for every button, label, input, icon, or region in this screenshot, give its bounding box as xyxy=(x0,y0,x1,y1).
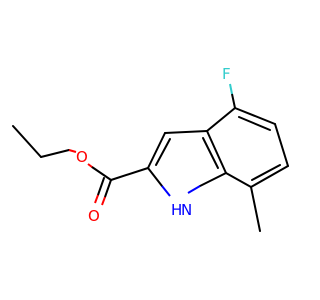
bond-carbonyl-red-b xyxy=(94,194,99,204)
bond-c4-f-cyan xyxy=(229,83,233,95)
bond-c2-n xyxy=(147,167,163,187)
bond-c7-methyl xyxy=(250,186,261,232)
carbonyl-oxygen-label: O xyxy=(88,207,100,225)
bond-c5-c6 xyxy=(274,123,289,167)
bond-o-carbonylc xyxy=(91,166,112,181)
indole-h-label: H xyxy=(171,201,182,219)
bond-carbonylc-c2 xyxy=(110,167,149,181)
bond-c3-c3a xyxy=(164,130,208,134)
bond-c3a-c4 xyxy=(206,107,236,132)
bond-c7a-c3a xyxy=(206,130,227,174)
bond-c6-c7-inner xyxy=(251,164,281,181)
bond-c2-c3-inner xyxy=(155,138,171,166)
bond-n-c7a xyxy=(199,172,227,187)
bond-ch2-o xyxy=(40,149,70,158)
bond-carbonyl-red-a xyxy=(101,196,106,206)
bond-n-c7a-blue xyxy=(187,185,201,194)
indole-n-label: N xyxy=(181,201,192,219)
bond-ch3-ch2 xyxy=(12,125,42,158)
atom-labels: F O O H N xyxy=(76,65,231,225)
bond-o-carbonylc-red xyxy=(87,163,93,168)
colored-bond-group xyxy=(68,83,233,206)
bond-ch2-o-red xyxy=(68,149,77,153)
bond-group xyxy=(12,93,289,232)
bond-c6-c7 xyxy=(250,165,289,188)
bond-c7a-c3a-inner xyxy=(202,137,219,169)
bond-c7-c7a xyxy=(225,172,252,188)
bond-c2-c3 xyxy=(147,132,166,169)
bond-carbonyl-double-b xyxy=(97,177,105,196)
bond-c4-c5-inner xyxy=(238,116,271,131)
bond-c2-n-blue xyxy=(161,185,171,197)
molecule-diagram: F O O H N xyxy=(12,65,289,232)
ether-oxygen-label: O xyxy=(76,148,88,166)
bond-c4-f xyxy=(231,93,236,109)
bond-c4-c5 xyxy=(234,107,276,125)
fluorine-label: F xyxy=(222,65,231,83)
bond-carbonyl-double-a xyxy=(104,179,112,198)
